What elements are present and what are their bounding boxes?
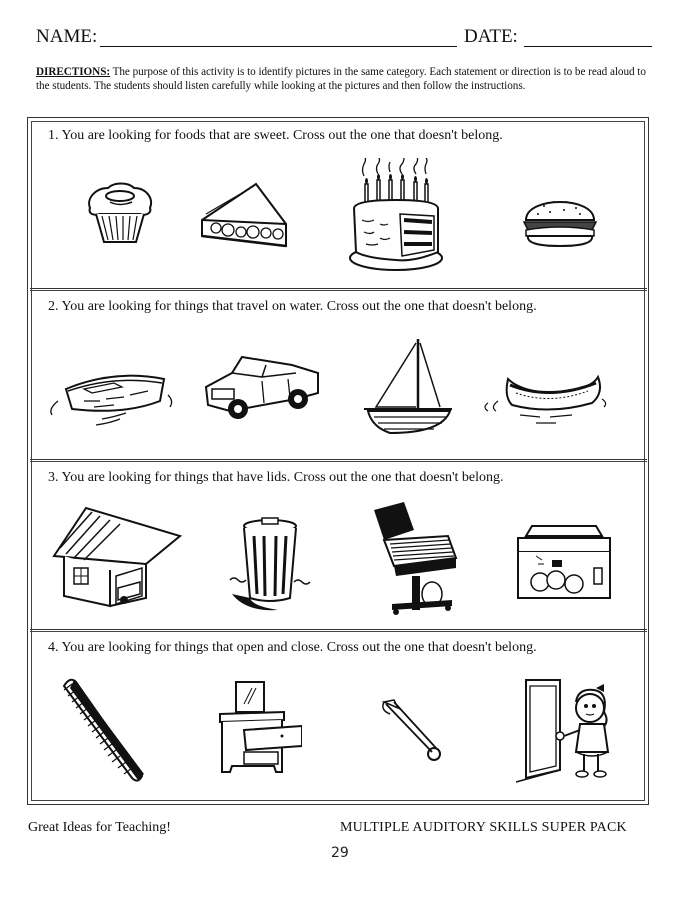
date-field[interactable] [524, 46, 652, 47]
question-3: 3. You are looking for things that have … [36, 462, 647, 630]
question-1-text: 1. You are looking for foods that are sw… [48, 128, 503, 143]
safety-pin-picture[interactable] [378, 698, 444, 762]
question-1: 1. You are looking for foods that are sw… [36, 120, 647, 288]
grill-picture[interactable] [368, 500, 464, 616]
name-field[interactable] [100, 46, 457, 47]
nightstand-icon [219, 681, 302, 773]
worksheet-header: NAME: DATE: [36, 26, 656, 56]
garage-picture[interactable] [50, 504, 190, 608]
rowboat-icon [50, 374, 173, 426]
door-with-girl-picture[interactable] [514, 678, 618, 786]
section-divider [30, 288, 647, 291]
canoe-picture[interactable] [480, 371, 610, 427]
trash-can-picture[interactable] [222, 516, 318, 612]
footer-publisher: Great Ideas for Teaching! [28, 820, 171, 835]
canoe-icon [484, 374, 607, 424]
question-3-text: 3. You are looking for things that have … [48, 470, 504, 485]
jeep-icon [204, 355, 319, 419]
hamburger-picture[interactable] [520, 186, 600, 250]
question-4: 4. You are looking for things that open … [36, 632, 647, 800]
section-divider [30, 459, 647, 462]
date-label: DATE: [464, 26, 518, 47]
garage-icon [52, 506, 183, 608]
cupcake-picture[interactable] [82, 180, 158, 246]
nightstand-picture[interactable] [218, 678, 302, 778]
comb-icon [62, 678, 144, 782]
pie-slice-icon [201, 182, 287, 248]
directions-label: DIRECTIONS: [36, 66, 111, 78]
rowboat-picture[interactable] [44, 365, 176, 429]
section-divider [30, 629, 647, 632]
page-number: 29 [331, 845, 349, 861]
safety-pin-icon [381, 699, 441, 761]
question-2-text: 2. You are looking for things that trave… [48, 299, 537, 314]
hamburger-icon [522, 201, 598, 248]
comb-picture[interactable] [60, 676, 150, 784]
birthday-cake-picture[interactable] [344, 158, 448, 274]
aquarium-picture[interactable] [512, 522, 616, 602]
cupcake-icon [88, 182, 152, 243]
directions-text: The purpose of this activity is to ident… [36, 66, 646, 92]
aquarium-icon [517, 525, 611, 599]
door-with-girl-icon [515, 679, 610, 783]
question-4-text: 4. You are looking for things that open … [48, 640, 537, 655]
directions: DIRECTIONS: The purpose of this activity… [36, 65, 646, 93]
name-label: NAME: [36, 26, 98, 47]
pie-slice-picture[interactable] [196, 180, 296, 252]
footer-title: MULTIPLE AUDITORY SKILLS SUPER PACK [340, 820, 627, 835]
sailboat-icon [364, 339, 452, 435]
trash-can-icon [229, 517, 311, 611]
sailboat-picture[interactable] [360, 337, 456, 437]
jeep-picture[interactable] [202, 353, 326, 425]
grill-icon [374, 502, 458, 615]
question-2: 2. You are looking for things that trave… [36, 291, 647, 459]
birthday-cake-icon [349, 158, 443, 271]
